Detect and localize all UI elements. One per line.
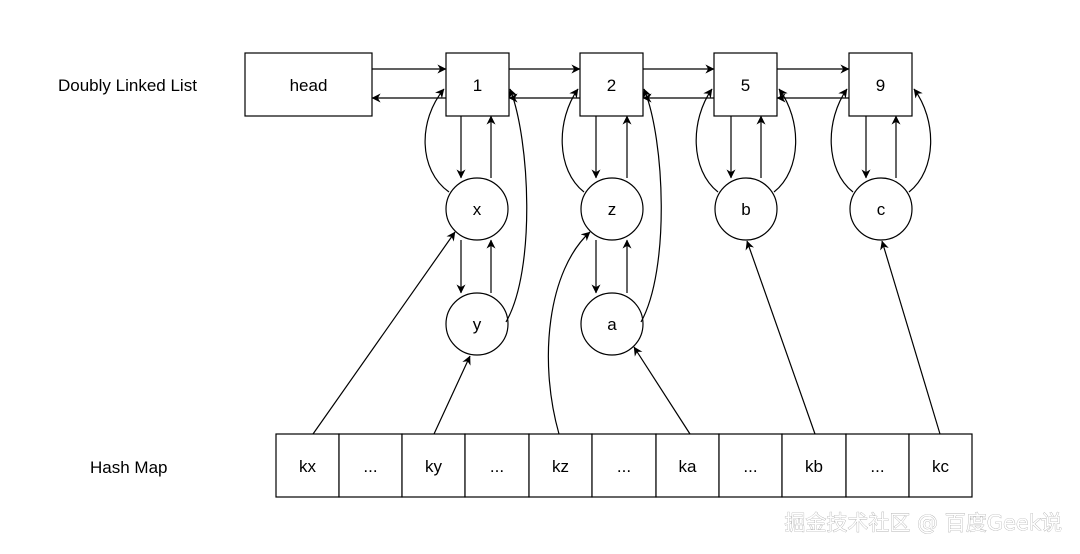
hash-cell-label: ka xyxy=(679,457,698,476)
pointer-kz-to-z xyxy=(547,231,591,435)
hash-section-label: Hash Map xyxy=(90,458,167,477)
element-label: y xyxy=(473,315,482,334)
pointer-ka-to-a xyxy=(633,346,691,435)
list-links xyxy=(371,64,850,103)
list-node-head: head xyxy=(244,52,373,117)
element-node-z: z xyxy=(580,177,644,241)
element-node-a: a xyxy=(580,292,644,356)
hash-cell xyxy=(655,433,720,498)
list-section-label: Doubly Linked List xyxy=(58,76,197,95)
hash-cell-label: kc xyxy=(932,457,950,476)
hash-cell xyxy=(718,433,783,498)
hash-cell xyxy=(338,433,403,498)
element-node-y: y xyxy=(445,292,509,356)
element-label: z xyxy=(608,200,617,219)
hash-cell-label: ... xyxy=(743,457,757,476)
list-node-label: head xyxy=(290,76,328,95)
hash-cell-label: ... xyxy=(363,457,377,476)
list-node-label: 1 xyxy=(473,76,482,95)
element-links xyxy=(424,88,932,323)
curve-b-to-5-left xyxy=(695,88,719,193)
curve-y-to-1 xyxy=(505,88,528,323)
pointer-kb-to-b xyxy=(745,240,816,435)
list-node-5: 5 xyxy=(713,52,778,117)
element-label: b xyxy=(741,200,750,219)
pointer-kx-to-x xyxy=(312,231,456,435)
hash-cell-label: ... xyxy=(490,457,504,476)
element-label: x xyxy=(473,200,482,219)
list-node-2: 2 xyxy=(579,52,644,117)
hash-cell-label: ky xyxy=(425,457,443,476)
element-node-b: b xyxy=(714,177,778,241)
pointer-kc-to-c xyxy=(880,240,941,435)
hash-cell xyxy=(908,433,973,498)
element-label: c xyxy=(877,200,886,219)
curve-c-to-9-right xyxy=(908,88,932,193)
element-node-c: c xyxy=(849,177,913,241)
element-node-x: x xyxy=(445,177,509,241)
hash-cell xyxy=(845,433,910,498)
list-node-9: 9 xyxy=(848,52,913,117)
list-node-label: 2 xyxy=(607,76,616,95)
hash-pointers xyxy=(312,231,941,435)
hash-cell-label: ... xyxy=(617,457,631,476)
pointer-ky-to-y xyxy=(433,355,471,435)
list-node-label: 5 xyxy=(741,76,750,95)
element-label: a xyxy=(607,315,617,334)
hash-cell xyxy=(591,433,657,498)
hash-cell xyxy=(528,433,593,498)
hash-cell-label: kz xyxy=(552,457,569,476)
curve-z-to-2 xyxy=(561,88,585,193)
curve-c-to-9-left xyxy=(830,88,854,193)
hash-cell-label: kx xyxy=(299,457,317,476)
curve-b-to-5-right xyxy=(773,88,797,193)
hash-cell xyxy=(401,433,466,498)
hash-map: kx ... ky ... kz ... ka ... kb ... kc xyxy=(275,433,973,498)
hash-cell-label: kb xyxy=(805,457,823,476)
curve-a-to-2 xyxy=(640,88,662,323)
list-node-label: 9 xyxy=(876,76,885,95)
watermark-text: 掘金技术社区 @ 百度Geek说 xyxy=(784,511,1062,535)
hash-cell xyxy=(275,433,340,498)
hash-cell xyxy=(781,433,847,498)
list-node-1: 1 xyxy=(445,52,510,117)
hash-cell-label: ... xyxy=(870,457,884,476)
curve-x-to-1 xyxy=(424,88,450,193)
